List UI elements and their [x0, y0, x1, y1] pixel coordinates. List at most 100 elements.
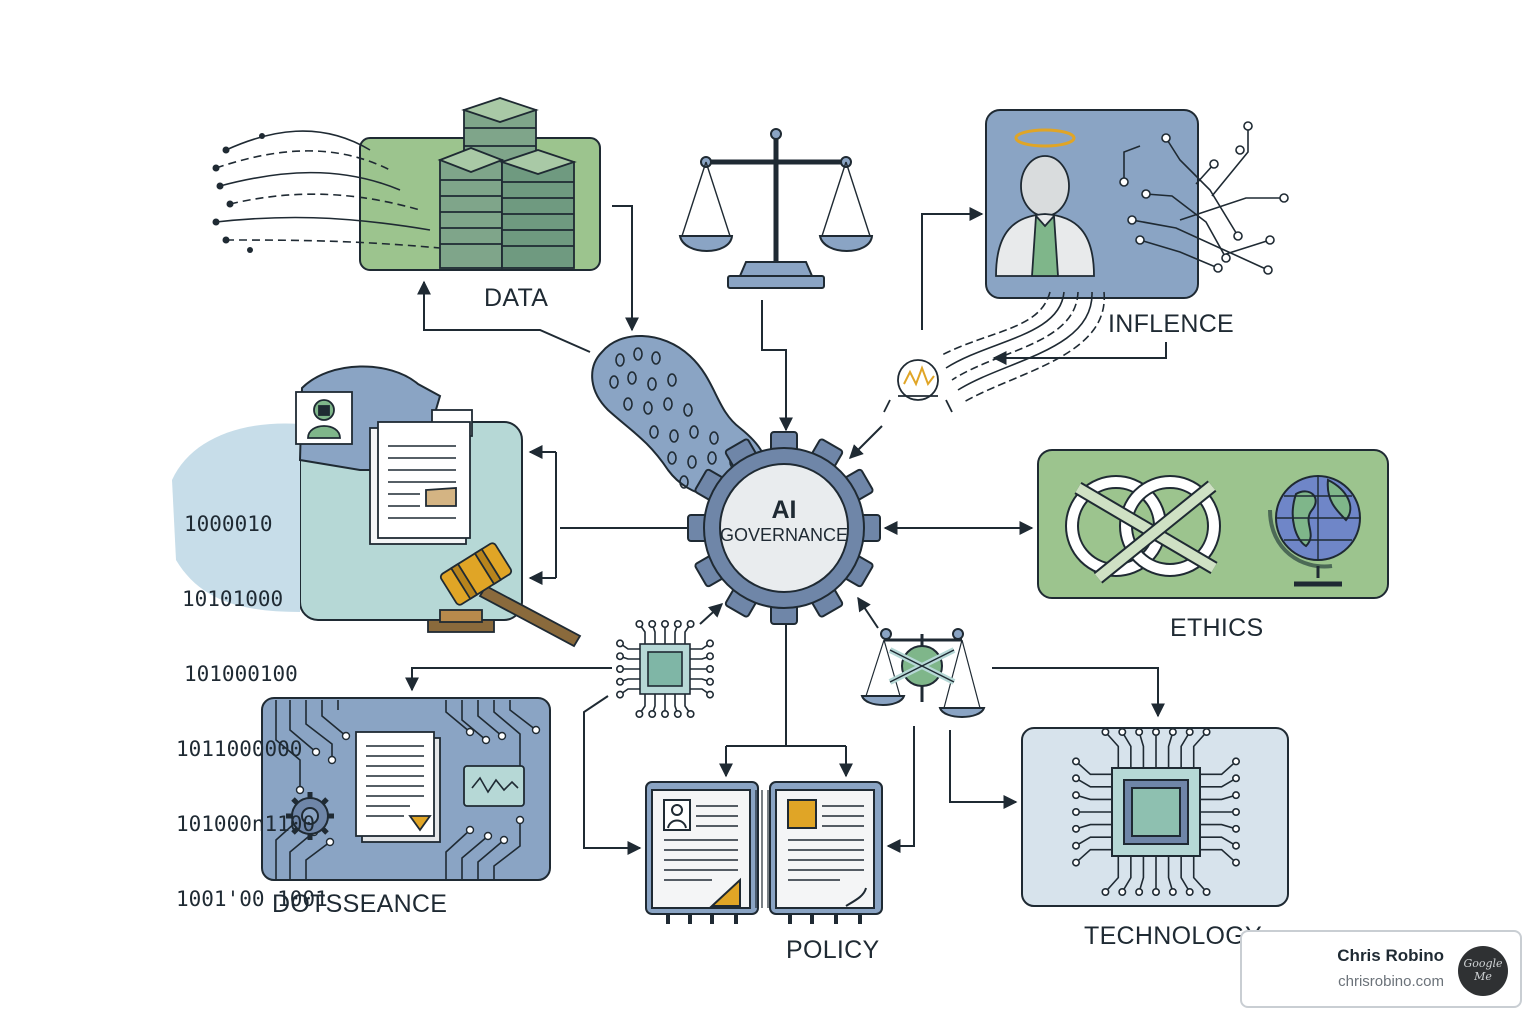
- chip-pin-pad: [615, 690, 624, 699]
- chip-pin-pad: [673, 619, 682, 628]
- chip-pin-pad: [1072, 841, 1081, 850]
- chip-pin-pad: [1072, 757, 1081, 766]
- chip-pin-pad: [1185, 727, 1194, 736]
- small-scales-icon: [860, 628, 986, 718]
- policy-label: POLICY: [786, 936, 880, 964]
- chip-pin: [1167, 731, 1174, 768]
- chip-pin-pad: [1152, 887, 1161, 896]
- influence-label: INFLENCE: [1108, 310, 1235, 338]
- connectors: [405, 205, 1167, 855]
- chip-pin: [1200, 794, 1237, 801]
- binary-line: 10101000: [182, 587, 284, 611]
- chip-pin-pad: [1152, 727, 1161, 736]
- chip-pin: [1104, 856, 1120, 893]
- influence-streams: [939, 291, 1105, 403]
- chip-pin-pad: [1072, 858, 1081, 867]
- chip-pin-pad: [635, 619, 644, 628]
- document-icon: [369, 409, 473, 545]
- chip-pin-pad: [1185, 887, 1194, 896]
- ethics-node: [1037, 449, 1389, 599]
- avatar: Google Me: [1458, 946, 1508, 996]
- data-label: DATA: [484, 284, 549, 312]
- chip-pin: [1104, 731, 1120, 768]
- data-streams: [215, 130, 441, 249]
- center-title: AI GOVERNANCE: [714, 496, 854, 546]
- ethics-label: ETHICS: [1170, 614, 1264, 642]
- author-name: Chris Robino: [1337, 946, 1444, 965]
- chip-pin: [1180, 731, 1191, 768]
- center-title-line1: AI: [771, 496, 797, 524]
- chip-pin-pad: [1232, 791, 1241, 800]
- gear-small-icon: [286, 792, 334, 840]
- chip-pin-pad: [1232, 807, 1241, 816]
- chip-pin: [1200, 823, 1237, 830]
- chip-pin: [1192, 731, 1208, 768]
- chip-pin-pad: [1202, 727, 1211, 736]
- circuit-lines-icon: [1123, 126, 1284, 271]
- gavel-icon: [427, 542, 582, 648]
- chip-pin-pad: [635, 709, 644, 718]
- author-website[interactable]: chrisrobino.com: [1338, 973, 1444, 990]
- chip-pin-pad: [1202, 887, 1211, 896]
- chip-pin-pad: [660, 619, 669, 628]
- chip-pin-pad: [1135, 727, 1144, 736]
- chip-pin-pad: [1232, 858, 1241, 867]
- chip-pin: [1180, 856, 1191, 893]
- chip-pin-pad: [648, 619, 657, 628]
- chip-pin-pad: [1118, 727, 1127, 736]
- chip-icon: [1072, 727, 1241, 896]
- chip-pin-pad: [686, 709, 695, 718]
- chip-pin: [1075, 836, 1112, 847]
- chip-pin: [1075, 760, 1112, 776]
- chip-pin: [1121, 731, 1132, 768]
- chip-pin-pad: [705, 677, 714, 686]
- technology-node: [1021, 727, 1289, 907]
- gear-hub: [687, 431, 881, 625]
- chip-pin: [1075, 823, 1112, 830]
- author-card[interactable]: Chris Robino chrisrobino.com Google Me: [1240, 930, 1522, 1008]
- chip-pin-pad: [660, 709, 669, 718]
- knot-icon: [1065, 475, 1221, 584]
- chip-pin-pad: [1232, 841, 1241, 850]
- chip-pin-pad: [1232, 774, 1241, 783]
- chip-pin-pad: [615, 664, 624, 673]
- chip-pin: [1075, 794, 1112, 801]
- chip-pin: [1138, 731, 1145, 768]
- chip-pin-pad: [705, 639, 714, 648]
- chip-pin-pad: [705, 664, 714, 673]
- chip-pin-pad: [1072, 774, 1081, 783]
- binary-line: 1011000000: [176, 737, 303, 761]
- chip-pin: [1200, 848, 1237, 864]
- report-document-icon: [355, 731, 441, 843]
- chip-pin: [1200, 760, 1237, 776]
- influencer-person-icon: [995, 128, 1095, 277]
- data-node: [212, 97, 601, 271]
- chip-pin-pad: [686, 619, 695, 628]
- lock-icon: [295, 391, 353, 445]
- monitor-icon: [463, 765, 525, 807]
- dotsseance-node: [261, 697, 551, 881]
- chip-pin-pad: [1232, 757, 1241, 766]
- binary-line: 101000n1100: [176, 812, 316, 836]
- influence-node: [883, 109, 1289, 413]
- legal-node: [172, 365, 582, 648]
- chip-pin: [1138, 856, 1145, 893]
- chip-pin: [1075, 777, 1112, 788]
- chip-pin-pad: [1168, 727, 1177, 736]
- chip-pin: [1200, 836, 1237, 847]
- chip-pin-pad: [673, 709, 682, 718]
- chip-pin-pad: [705, 690, 714, 699]
- chip-pin-pad: [1072, 824, 1081, 833]
- chip-pin-pad: [615, 639, 624, 648]
- chip-pin: [1192, 856, 1208, 893]
- binary-line: 101000100: [184, 662, 298, 686]
- center-title-line2: GOVERNANCE: [719, 525, 849, 545]
- chip-pin-pad: [615, 677, 624, 686]
- chip-pin-pad: [1168, 887, 1177, 896]
- chip-pin: [1167, 856, 1174, 893]
- policy-books-icon: [645, 781, 883, 924]
- chip-pin-pad: [705, 652, 714, 661]
- chip-pin-pad: [1072, 807, 1081, 816]
- chip-pin: [1075, 848, 1112, 864]
